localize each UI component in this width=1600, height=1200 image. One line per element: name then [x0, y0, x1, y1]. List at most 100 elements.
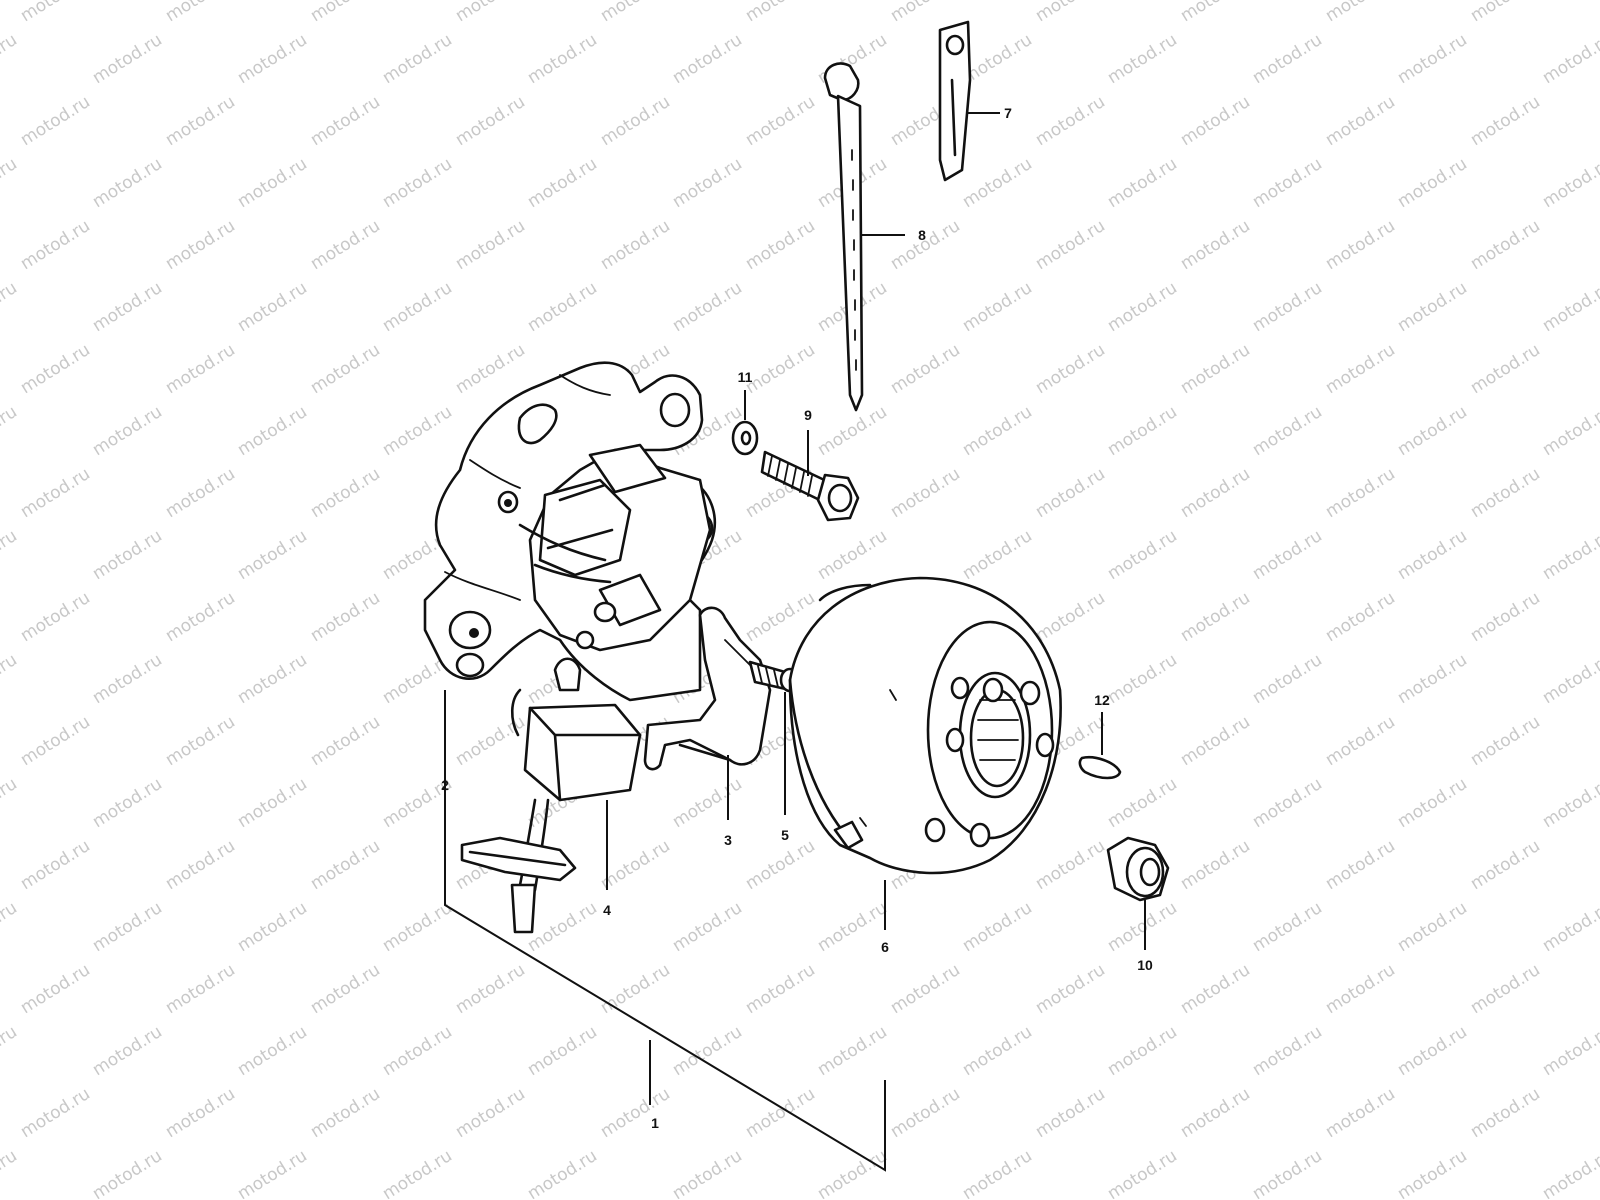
watermark-text: motod.ru [0, 650, 21, 708]
watermark-text: motod.ru [1032, 960, 1109, 1018]
watermark-text: motod.ru [1104, 1022, 1181, 1080]
watermark-text: motod.ru [234, 154, 311, 212]
watermark-text: motod.ru [307, 0, 384, 26]
watermark-text: motod.ru [162, 712, 239, 770]
watermark-text: motod.ru [307, 1084, 384, 1142]
watermark-text: motod.ru [887, 340, 964, 398]
watermark-text: motod.ru [162, 340, 239, 398]
watermark-text: motod.ru [1322, 464, 1399, 522]
watermark-text: motod.ru [162, 216, 239, 274]
watermark-text: motod.ru [1177, 588, 1254, 646]
watermark-text: motod.ru [1467, 464, 1544, 522]
watermark-text: motod.ru [1394, 1022, 1471, 1080]
watermark-text: motod.ru [1467, 712, 1544, 770]
watermark-text: motod.ru [379, 154, 456, 212]
watermark-text: motod.ru [814, 402, 891, 460]
watermark-text: motod.ru [1539, 526, 1600, 584]
watermark-text: motod.ru [1539, 1146, 1600, 1200]
watermark-text: motod.ru [669, 774, 746, 832]
watermark-text: motod.ru [307, 588, 384, 646]
watermark-text: motod.ru [959, 1022, 1036, 1080]
watermark-text: motod.ru [1539, 278, 1600, 336]
watermark-text: motod.ru [1467, 0, 1544, 26]
watermark-text: motod.ru [1032, 588, 1109, 646]
watermark-text: motod.ru [1467, 836, 1544, 894]
watermark-text: motod.ru [0, 30, 21, 88]
watermark-text: motod.ru [1467, 216, 1544, 274]
watermark-text: motod.ru [1032, 1084, 1109, 1142]
watermark-text: motod.ru [597, 836, 674, 894]
watermark-text: motod.ru [1104, 774, 1181, 832]
watermark-text: motod.ru [1539, 1022, 1600, 1080]
watermark-text: motod.ru [234, 898, 311, 956]
watermark-text: motod.ru [814, 526, 891, 584]
watermark-text: motod.ru [17, 464, 94, 522]
cable-tie [823, 62, 905, 412]
watermark-text: motod.ru [597, 92, 674, 150]
watermark-text: motod.ru [17, 92, 94, 150]
callout-3: 3 [724, 832, 732, 848]
watermark-text: motod.ru [1032, 340, 1109, 398]
assembly-bracket [444, 690, 886, 1172]
watermark-text: motod.ru [1177, 464, 1254, 522]
watermark-text: motod.ru [1249, 774, 1326, 832]
watermark-text: motod.ru [959, 154, 1036, 212]
watermark-text: motod.ru [524, 154, 601, 212]
watermark-text: motod.ru [669, 154, 746, 212]
watermark-text: motod.ru [1249, 30, 1326, 88]
watermark-text: motod.ru [742, 1084, 819, 1142]
watermark-text: motod.ru [597, 1084, 674, 1142]
watermark-text: motod.ru [234, 402, 311, 460]
watermark-text: motod.ru [1322, 216, 1399, 274]
watermark-text: motod.ru [959, 1146, 1036, 1200]
watermark-text: motod.ru [0, 278, 21, 336]
watermark-text: motod.ru [1394, 154, 1471, 212]
watermark-text: motod.ru [162, 464, 239, 522]
watermark-text: motod.ru [452, 712, 529, 770]
watermark-text: motod.ru [17, 340, 94, 398]
watermark-text: motod.ru [887, 1084, 964, 1142]
watermark-text: motod.ru [162, 0, 239, 26]
watermark-text: motod.ru [1032, 464, 1109, 522]
watermark-text: motod.ru [1394, 774, 1471, 832]
watermark-text: motod.ru [1249, 278, 1326, 336]
watermark-text: motod.ru [307, 92, 384, 150]
watermark-text: motod.ru [307, 464, 384, 522]
watermark-text: motod.ru [17, 1084, 94, 1142]
watermark-text: motod.ru [1104, 650, 1181, 708]
watermark-text: motod.ru [89, 30, 166, 88]
watermark-text: motod.ru [379, 1146, 456, 1200]
watermark-text: motod.ru [1394, 526, 1471, 584]
watermark-text: motod.ru [1322, 0, 1399, 26]
watermark-text: motod.ru [742, 960, 819, 1018]
watermark-text: motod.ru [1394, 278, 1471, 336]
watermark-text: motod.ru [887, 0, 964, 26]
watermark-text: motod.ru [17, 960, 94, 1018]
watermark-text: motod.ru [89, 402, 166, 460]
watermark-text: motod.ru [1104, 402, 1181, 460]
watermark-text: motod.ru [1032, 836, 1109, 894]
watermark-text: motod.ru [1467, 1084, 1544, 1142]
watermark-text: motod.ru [959, 898, 1036, 956]
callout-6: 6 [881, 939, 889, 955]
watermark-text: motod.ru [0, 402, 21, 460]
callout-10: 10 [1137, 957, 1153, 973]
watermark-text: motod.ru [89, 526, 166, 584]
callout-1: 1 [651, 1115, 659, 1131]
watermark-text: motod.ru [597, 960, 674, 1018]
watermark-text: motod.ru [162, 1084, 239, 1142]
watermark-text: motod.ru [1322, 712, 1399, 770]
callout-9: 9 [804, 407, 812, 423]
callout-5: 5 [781, 827, 789, 843]
watermark-text: motod.ru [379, 402, 456, 460]
watermark-text: motod.ru [524, 278, 601, 336]
watermark-text: motod.ru [959, 278, 1036, 336]
watermark-text: motod.ru [452, 92, 529, 150]
watermark-text: motod.ru [234, 650, 311, 708]
watermark-text: motod.ru [1467, 92, 1544, 150]
watermark-text: motod.ru [1249, 898, 1326, 956]
watermark-text: motod.ru [234, 30, 311, 88]
pulser-bracket [643, 606, 772, 820]
